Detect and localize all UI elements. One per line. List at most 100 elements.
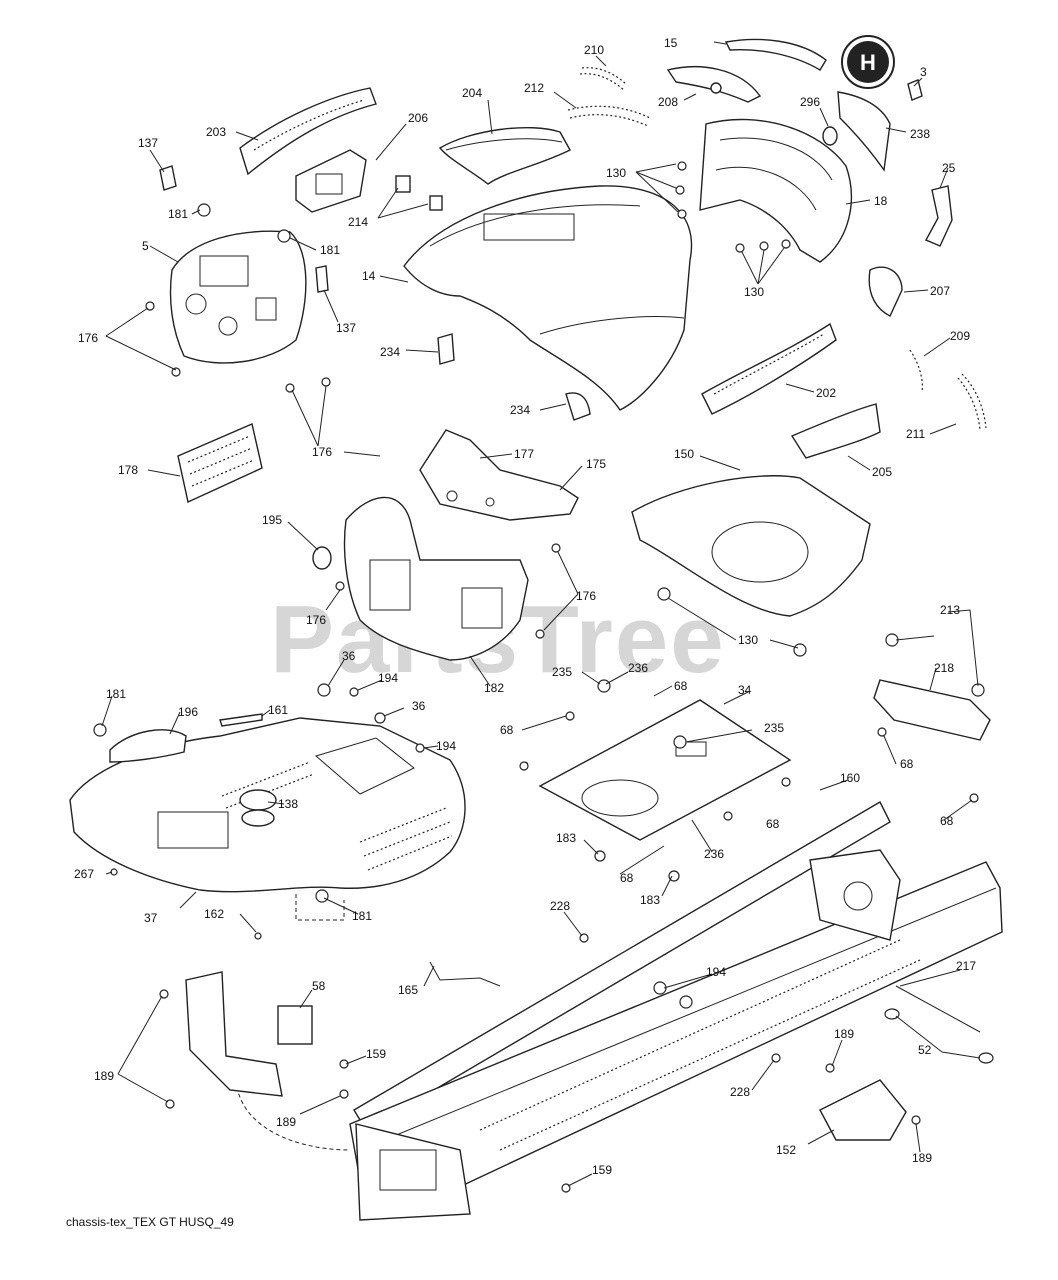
part-dash-switch: [255, 297, 277, 321]
part-decal-211b: [961, 373, 987, 429]
callout-236-lower: 236: [704, 847, 724, 861]
part-decal-202: [701, 322, 837, 415]
callout-159-lower: 159: [592, 1163, 612, 1177]
part-front-nose-inner2: [715, 166, 817, 211]
bolt-130d: [735, 243, 745, 253]
part-washer-52a: [884, 1008, 900, 1020]
bolt-130a: [677, 161, 687, 171]
callout-214: 214: [348, 215, 368, 229]
part-fender-182-window: [461, 587, 503, 629]
part-lens-dot: [710, 82, 722, 94]
part-rear-bracket: [185, 971, 283, 1097]
part-decal-209: [909, 349, 923, 393]
part-decal-203: [239, 87, 377, 176]
part-front-nose-inner: [719, 137, 833, 181]
callout-36: 36: [342, 649, 356, 663]
callout-36-right: 36: [412, 699, 426, 713]
callout-5: 5: [142, 239, 149, 253]
bolt-159a: [339, 1059, 349, 1069]
part-plate-34-hole: [581, 779, 659, 817]
part-base-37-window: [314, 737, 415, 795]
callout-189: 189: [94, 1069, 114, 1083]
bolt-235a: [597, 679, 611, 693]
callout-176-left: 176: [306, 613, 326, 627]
callout-52: 52: [918, 1043, 932, 1057]
callout-68-base: 68: [620, 871, 634, 885]
part-fender-182: [343, 496, 529, 661]
bolt-181c: [93, 723, 107, 737]
callout-181-right: 181: [320, 243, 340, 257]
callout-207: 207: [930, 284, 950, 298]
part-dash-display: [199, 255, 249, 287]
callout-236: 236: [628, 661, 648, 675]
bolt-176b: [171, 367, 181, 377]
callout-194-frame: 194: [706, 965, 726, 979]
callout-194-right: 194: [436, 739, 456, 753]
part-decal-210b: [579, 73, 625, 91]
bolt-130h: [793, 643, 807, 657]
bolt-68f: [781, 777, 791, 787]
callout-238: 238: [910, 127, 930, 141]
callout-15: 15: [664, 36, 678, 50]
part-hood-insert-line: [445, 138, 563, 151]
callout-205: 205: [872, 465, 892, 479]
part-bracket-206: [295, 149, 367, 213]
part-top-trim: [724, 38, 827, 71]
callout-68-plate: 68: [766, 817, 780, 831]
part-rod-165: [429, 961, 501, 987]
callout-267: 267: [74, 867, 94, 881]
part-hood-vent: [483, 213, 575, 241]
part-hood-grille: [539, 316, 685, 335]
bolt-130c: [677, 209, 687, 219]
part-clip-3: [907, 79, 923, 101]
callout-3: 3: [920, 65, 927, 79]
bolt-183b: [668, 870, 680, 882]
part-frame-rear-dash: [235, 1079, 351, 1151]
brand-badge: H: [841, 35, 895, 89]
bolt-162: [254, 932, 262, 940]
callout-25: 25: [942, 161, 956, 175]
part-frame-front-slot: [379, 1149, 437, 1191]
callout-234: 234: [380, 345, 400, 359]
part-fender-182-slot: [369, 559, 411, 611]
callout-235-right: 235: [764, 721, 784, 735]
part-hood-top-line: [429, 204, 641, 247]
part-plate-34-slot: [675, 741, 707, 757]
callout-130: 130: [606, 166, 626, 180]
callout-206: 206: [408, 111, 428, 125]
callout-235: 235: [552, 665, 572, 679]
callout-204: 204: [462, 86, 482, 100]
bolt-36a: [317, 683, 331, 697]
part-dash-knob-b: [218, 316, 238, 336]
part-bracket-58: [277, 1005, 313, 1045]
bolt-36b: [374, 712, 386, 724]
callout-189-right: 189: [834, 1027, 854, 1041]
callout-159: 159: [366, 1047, 386, 1061]
part-pedal-196: [109, 729, 187, 763]
callout-212: 212: [524, 81, 544, 95]
part-clip-137b: [315, 265, 329, 293]
part-bracket-177-hole2: [485, 497, 495, 507]
callout-218: 218: [934, 661, 954, 675]
callout-130-mid: 130: [744, 285, 764, 299]
callout-211: 211: [906, 427, 925, 441]
part-frame-main-holes: [479, 939, 921, 1151]
callout-68-lower: 68: [940, 814, 954, 828]
part-frame-bracket-hole: [843, 881, 873, 911]
part-hood: [403, 185, 693, 411]
part-frame-main: [349, 861, 1003, 1197]
part-rod-217: [895, 985, 981, 1033]
part-bracket-25: [925, 185, 953, 247]
callout-183-lower: 183: [640, 893, 660, 907]
brand-badge-letter: H: [860, 50, 876, 75]
part-rod-161: [219, 713, 263, 727]
callout-196: 196: [178, 705, 198, 719]
part-bracket-206-slot: [315, 173, 343, 195]
callout-194: 194: [378, 671, 398, 685]
callout-202: 202: [816, 386, 836, 400]
callout-68: 68: [674, 679, 688, 693]
callout-181: 181: [168, 207, 188, 221]
callout-162: 162: [204, 907, 224, 921]
part-bushing-138b: [241, 809, 275, 827]
